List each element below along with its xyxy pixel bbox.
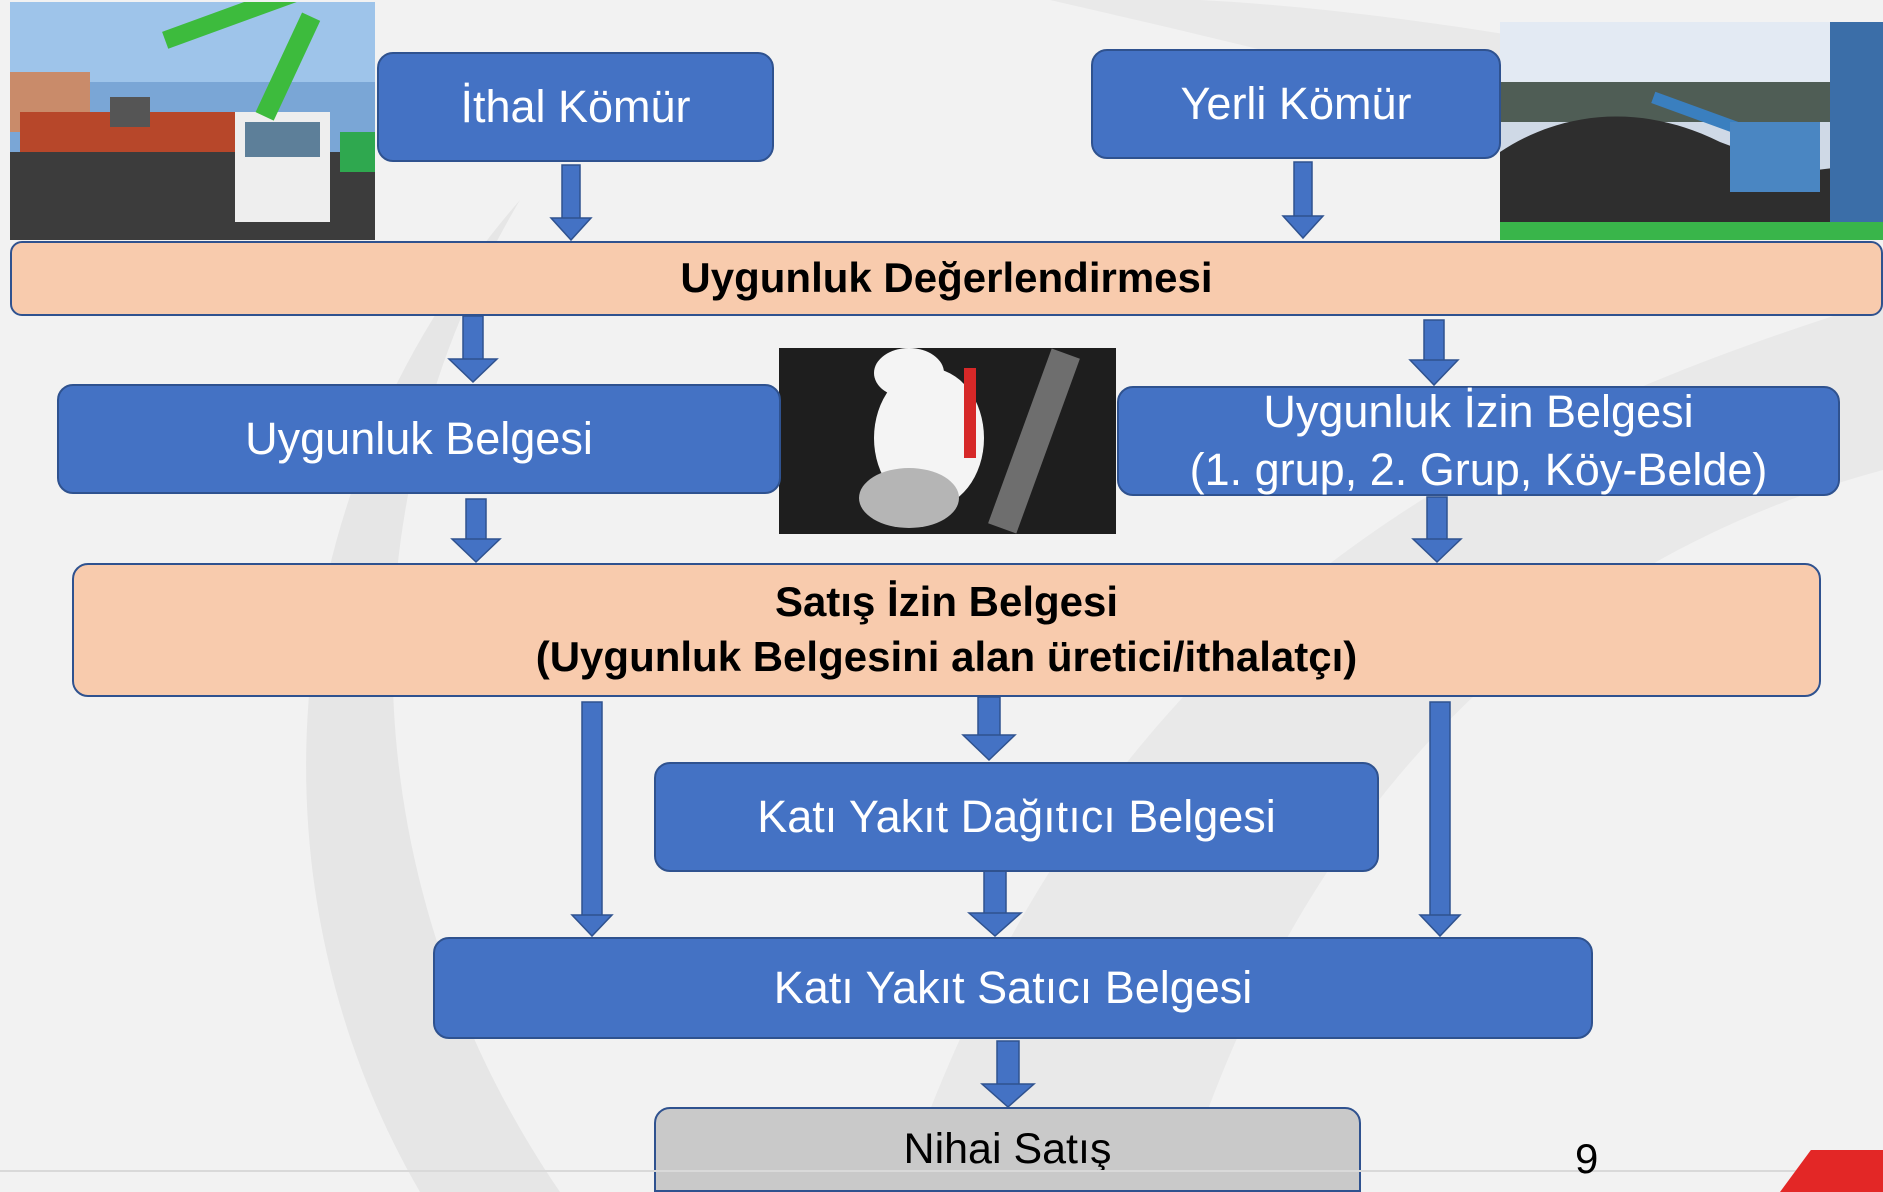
arrow-satis-izin-to-dagitici	[961, 696, 1017, 762]
arrow-dagitici-to-satici	[967, 870, 1023, 938]
uygunluk-belgesi-label: Uygunluk Belgesi	[245, 412, 593, 464]
coal-stockyard-photo	[1500, 22, 1883, 240]
nihai-satis-label: Nihai Satış	[903, 1124, 1112, 1173]
satis-izin-belgesi-line1: Satış İzin Belgesi	[774, 578, 1119, 626]
port-truck-photo	[10, 2, 375, 240]
uygunluk-izin-belgesi-line2: (1. grup, 2. Grup, Köy-Belde)	[1189, 444, 1768, 495]
uygunluk-degerlendirmesi-label: Uygunluk Değerlendirmesi	[680, 254, 1213, 302]
nihai-satis-box: Nihai Satış	[654, 1107, 1361, 1192]
footer-divider	[0, 1170, 1800, 1172]
kati-yakit-dagitici-label: Katı Yakıt Dağıtıcı Belgesi	[757, 790, 1276, 842]
uygunluk-izin-belgesi-line1: Uygunluk İzin Belgesi	[1263, 385, 1694, 437]
yerli-komur-box: Yerli Kömür	[1091, 49, 1501, 159]
arrow-uygunluk-belgesi-to-satis-izin	[450, 498, 502, 564]
arrow-satis-izin-to-satici-right	[1418, 701, 1462, 938]
arrow-yerli-to-degerlendirme	[1281, 161, 1325, 240]
arrow-satici-to-nihai	[980, 1040, 1036, 1109]
kati-yakit-satici-box: Katı Yakıt Satıcı Belgesi	[433, 937, 1593, 1039]
kati-yakit-satici-label: Katı Yakıt Satıcı Belgesi	[773, 961, 1253, 1013]
satis-izin-belgesi-box: Satış İzin Belgesi (Uygunluk Belgesini a…	[72, 563, 1821, 697]
arrow-satis-izin-to-satici-left	[570, 701, 614, 938]
arrow-degerlendirme-to-uygunluk-belgesi	[447, 315, 499, 384]
uygunluk-izin-belgesi-box: Uygunluk İzin Belgesi (1. grup, 2. Grup,…	[1117, 386, 1840, 496]
arrow-degerlendirme-to-izin-belgesi	[1408, 319, 1460, 387]
arrow-ithal-to-degerlendirme	[549, 164, 593, 242]
uygunluk-belgesi-box: Uygunluk Belgesi	[57, 384, 781, 494]
satis-izin-belgesi-line2: (Uygunluk Belgesini alan üretici/ithalat…	[535, 633, 1358, 680]
uygunluk-degerlendirmesi-box: Uygunluk Değerlendirmesi	[10, 241, 1883, 316]
yerli-komur-label: Yerli Kömür	[1180, 77, 1412, 129]
page-number: 9	[1575, 1135, 1599, 1182]
ithal-komur-label: İthal Kömür	[460, 80, 691, 132]
coal-sampling-photo	[779, 348, 1116, 534]
ithal-komur-box: İthal Kömür	[377, 52, 774, 162]
kati-yakit-dagitici-box: Katı Yakıt Dağıtıcı Belgesi	[654, 762, 1379, 872]
arrow-izin-belgesi-to-satis-izin	[1411, 496, 1463, 564]
